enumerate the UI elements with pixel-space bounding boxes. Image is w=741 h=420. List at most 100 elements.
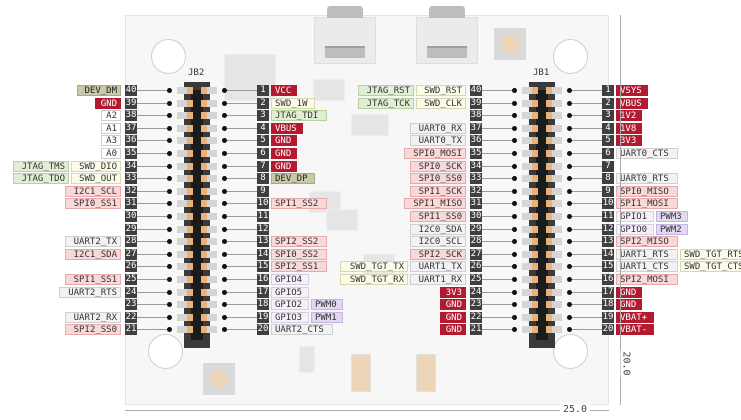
pin-dot	[222, 302, 227, 308]
pin-function-tag: SPI1_SS2	[271, 198, 327, 210]
pin-number: 40	[470, 85, 482, 96]
pin-wire	[482, 291, 512, 293]
pin-wire	[572, 253, 602, 255]
pin-wire	[572, 316, 602, 318]
pin-function-tag: UART1_RX	[410, 274, 466, 285]
pin-lead	[522, 124, 534, 132]
pin-lead	[550, 87, 562, 94]
pin-dot	[567, 138, 572, 144]
pin-lead	[522, 313, 534, 321]
pin-contact	[187, 301, 193, 309]
pin-contact	[546, 112, 552, 120]
pin-dot	[167, 239, 172, 245]
pin-function-tag: GND	[440, 299, 466, 311]
pin-number: 1	[257, 85, 269, 96]
pin-number: 32	[470, 185, 482, 197]
pin-contact	[187, 326, 193, 334]
pin-contact	[532, 225, 538, 233]
pin-function-tag: GPIO4	[271, 274, 309, 285]
pin-wire	[482, 165, 512, 167]
pin-contact	[532, 313, 538, 321]
pin-function-tag: JTAG_TDI	[271, 110, 327, 122]
pin-dot	[512, 214, 517, 219]
pin-wire	[227, 228, 257, 230]
pin-wire	[137, 90, 167, 91]
pin-dot	[167, 214, 172, 219]
pin-lead	[177, 124, 189, 132]
pin-lead	[522, 238, 534, 246]
pin-function-tag: SPI1_MOSI	[616, 198, 678, 210]
pin-wire	[227, 90, 257, 91]
pin-function-tag: 3V3	[440, 286, 466, 298]
pin-lead	[550, 326, 562, 334]
pin-number: 30	[125, 211, 137, 222]
pin-wire	[137, 216, 167, 217]
pin-number: 29	[125, 223, 137, 235]
pin-dot	[222, 176, 227, 182]
pin-contact	[532, 124, 538, 132]
pin-dot	[567, 151, 572, 156]
pin-lead	[550, 175, 562, 183]
pin-lead	[205, 87, 217, 94]
pin-wire	[482, 140, 512, 142]
pin-wire	[572, 140, 602, 142]
pin-contact	[187, 99, 193, 107]
pin-lead	[205, 162, 217, 170]
pin-lead	[205, 301, 217, 309]
pin-wire	[572, 165, 602, 167]
pin-contact	[187, 276, 193, 283]
pin-contact	[532, 162, 538, 170]
pin-lead	[177, 238, 189, 246]
pin-lead	[550, 250, 562, 258]
pin-function-tag: A2	[101, 110, 121, 122]
pin-wire	[137, 165, 167, 167]
pin-number: 6	[257, 148, 269, 159]
pin-function-tag: SPI1_SS1	[65, 274, 121, 285]
pin-function-tag: GPIO2	[271, 299, 309, 311]
pin-lead	[550, 225, 562, 233]
pin-wire	[227, 266, 257, 268]
pin-lead	[177, 162, 189, 170]
pin-function-tag: 1V2	[616, 110, 642, 122]
pin-lead	[522, 200, 534, 208]
pin-dot	[567, 88, 572, 93]
pin-dot	[567, 188, 572, 194]
pin-lead	[522, 288, 534, 296]
pin-dot	[222, 113, 227, 119]
pin-dot	[567, 302, 572, 308]
pin-contact	[187, 238, 193, 246]
pin-function-tag: SPI1_SS0	[410, 211, 466, 222]
pin-lead	[550, 200, 562, 208]
pin-lead	[177, 137, 189, 145]
pin-function-tag: SPI0_SCK	[410, 160, 466, 172]
connector-label: JB2	[188, 68, 205, 78]
pin-function-tag: I2C0_SCL	[410, 236, 466, 248]
pin-dot	[512, 314, 517, 320]
pin-wire	[572, 241, 602, 243]
pin-dot	[512, 251, 517, 257]
pin-wire	[482, 316, 512, 318]
pin-dot	[512, 151, 517, 156]
pin-contact	[187, 225, 193, 233]
pin-lead	[522, 99, 534, 107]
usb-connector-1	[314, 6, 376, 64]
pin-dot	[567, 264, 572, 270]
pin-number: 13	[602, 236, 614, 248]
pin-lead	[205, 175, 217, 183]
pin-dot	[222, 138, 227, 144]
pin-number: 20	[602, 324, 614, 336]
mounting-hole-bottom-left	[148, 334, 183, 369]
pin-contact	[187, 150, 193, 157]
height-dimension-line	[620, 15, 621, 405]
pin-dot	[222, 151, 227, 156]
pin-wire	[137, 291, 167, 293]
pin-wire	[137, 153, 167, 154]
pin-wire	[572, 304, 602, 306]
pin-contact	[187, 313, 193, 321]
pin-wire	[227, 253, 257, 255]
pin-function-tag: UART2_RTS	[59, 286, 121, 298]
pin-wire	[572, 228, 602, 230]
pin-number: 21	[470, 324, 482, 336]
pin-dot	[167, 314, 172, 320]
pin-function-tag: I2C0_SDA	[410, 223, 466, 235]
